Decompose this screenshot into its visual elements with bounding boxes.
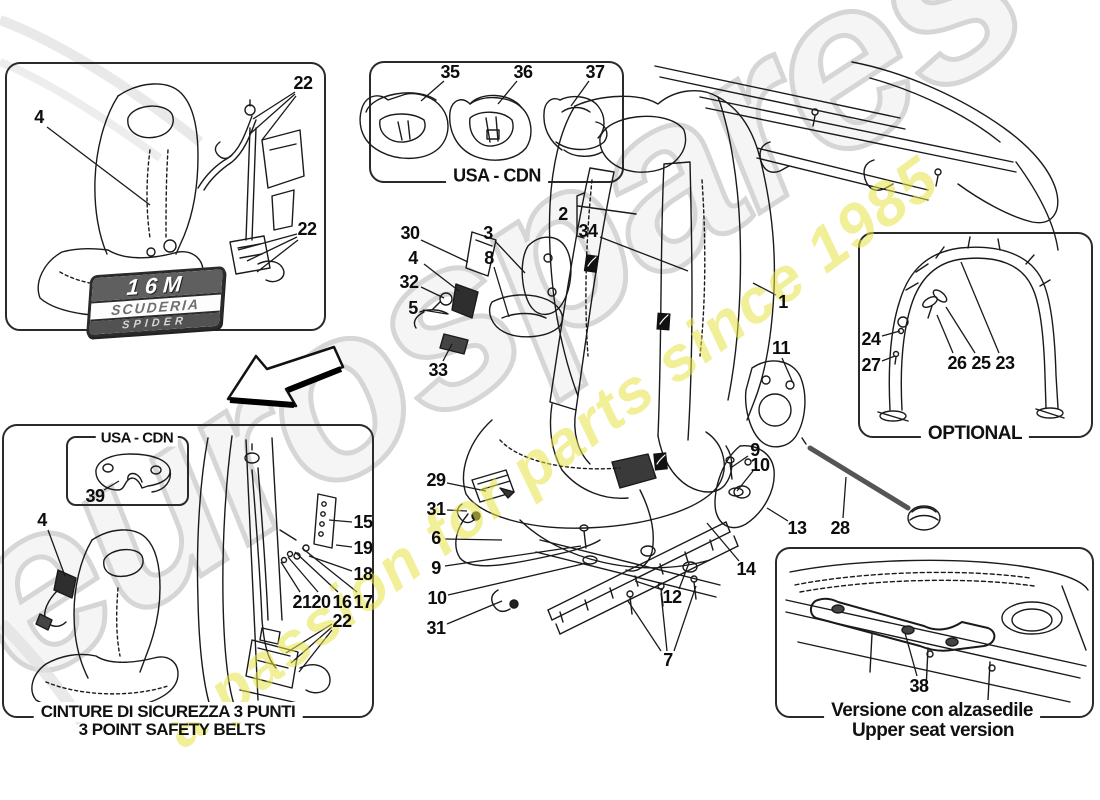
part-callout-8[interactable]: 8 [484, 248, 494, 268]
leader-lines [46, 80, 1000, 677]
part-callout-9[interactable]: 9 [431, 558, 441, 578]
caption-upper-seat-english: Upper seat version [851, 720, 1015, 741]
part-callout-38[interactable]: 38 [909, 676, 929, 696]
part-callout-22[interactable]: 22 [332, 611, 352, 631]
part-callout-26[interactable]: 26 [947, 353, 967, 373]
part-callout-37[interactable]: 37 [585, 62, 605, 82]
part-callout-13[interactable]: 13 [787, 518, 807, 538]
caption-usa-cdn-child-seats: USA - CDN [446, 165, 548, 187]
part-callout-23[interactable]: 23 [995, 353, 1015, 373]
part-callout-14[interactable]: 14 [736, 559, 756, 579]
scuderia-spider-16m-logo: 16M SCUDERIA SPIDER [85, 266, 227, 338]
caption-upper-seat-italian: Versione con alzasedile [824, 700, 1040, 722]
part-callout-29[interactable]: 29 [426, 470, 446, 490]
caption-optional: OPTIONAL [920, 423, 1030, 445]
part-callout-17[interactable]: 17 [353, 592, 373, 612]
part-callout-19[interactable]: 19 [353, 538, 373, 558]
part-callout-32[interactable]: 32 [399, 272, 419, 292]
part-callout-33[interactable]: 33 [428, 360, 448, 380]
part-callout-21[interactable]: 21 [292, 592, 312, 612]
part-callout-4[interactable]: 4 [34, 107, 44, 127]
part-callout-24[interactable]: 24 [861, 329, 881, 349]
part-callout-11[interactable]: 11 [771, 338, 791, 358]
part-callout-3[interactable]: 3 [483, 223, 493, 243]
roll-bar-art [877, 236, 1065, 422]
part-callout-10[interactable]: 10 [750, 455, 770, 475]
part-callout-9[interactable]: 9 [750, 440, 760, 460]
part-callout-31[interactable]: 31 [426, 499, 446, 519]
part-callout-20[interactable]: 20 [311, 592, 331, 612]
part-callout-27[interactable]: 27 [861, 355, 881, 375]
part-callout-22[interactable]: 22 [297, 219, 317, 239]
seat-with-belt-art [37, 83, 305, 317]
part-callout-36[interactable]: 36 [513, 62, 533, 82]
part-callout-15[interactable]: 15 [353, 512, 373, 532]
panel-optional [858, 232, 1093, 438]
caption-belts-english: 3 POINT SAFETY BELTS [78, 720, 266, 739]
part-callout-35[interactable]: 35 [440, 62, 460, 82]
main-seat-art [413, 61, 1059, 635]
part-callout-25[interactable]: 25 [971, 353, 991, 373]
upper-seat-art [785, 559, 1089, 703]
caption-usa-cdn-belts: USA - CDN [95, 429, 179, 447]
gray-watermark: eurospares [0, 0, 1067, 734]
part-callout-6[interactable]: 6 [431, 528, 441, 548]
child-seats-art [359, 92, 608, 161]
part-callout-4[interactable]: 4 [408, 248, 418, 268]
part-callout-28[interactable]: 28 [830, 518, 850, 538]
direction-arrow [226, 345, 345, 408]
part-callout-10[interactable]: 10 [427, 588, 447, 608]
caption-belts-italian: CINTURE DI SICUREZZA 3 PUNTI [33, 702, 303, 722]
part-callout-12[interactable]: 12 [662, 587, 682, 607]
part-callout-31[interactable]: 31 [426, 618, 446, 638]
part-callout-39[interactable]: 39 [85, 486, 105, 506]
part-callout-7[interactable]: 7 [663, 650, 673, 670]
part-callout-22[interactable]: 22 [293, 73, 313, 93]
part-callout-16[interactable]: 16 [332, 592, 352, 612]
part-callout-2[interactable]: 2 [558, 204, 568, 224]
part-callout-30[interactable]: 30 [400, 223, 420, 243]
part-callout-4[interactable]: 4 [37, 510, 47, 530]
part-callout-1[interactable]: 1 [778, 292, 788, 312]
part-callout-5[interactable]: 5 [408, 298, 418, 318]
part-callout-18[interactable]: 18 [353, 564, 373, 584]
part-callout-34[interactable]: 34 [578, 221, 598, 241]
